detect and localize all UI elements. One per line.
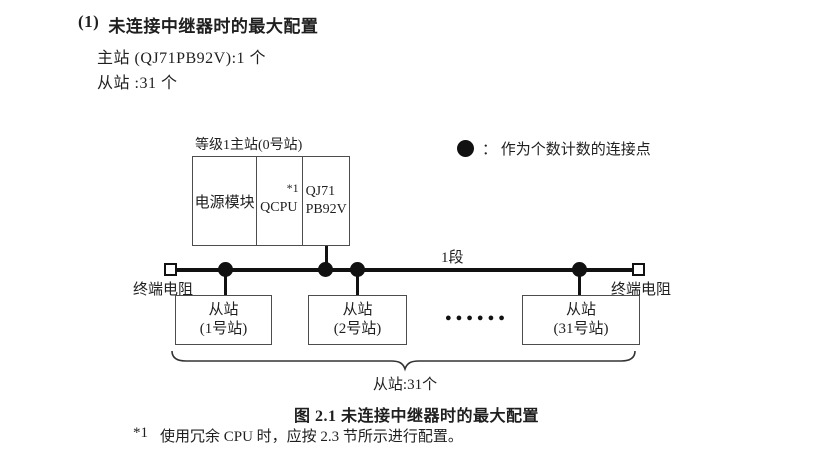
connection-point-dot xyxy=(350,262,365,277)
terminating-resistor-left-label: 终端电阻 xyxy=(133,282,194,298)
slave1-drop-line xyxy=(224,270,227,295)
qcpu-cell: *1 QCPU xyxy=(256,157,301,245)
master-station-box: 电源模块 *1 QCPU QJ71 PB92V xyxy=(192,156,350,246)
terminating-resistor-right-label: 终端电阻 xyxy=(611,282,672,298)
qj71pb92v-line1: QJ71 xyxy=(305,183,336,199)
bus-line xyxy=(170,268,640,272)
slave-count-label: 从站:31个 xyxy=(372,377,438,393)
spec-master-line: 主站 (QJ71PB92V):1 个 xyxy=(97,50,267,67)
section-title: 未连接中继器时的最大配置 xyxy=(108,17,319,36)
slave2-drop-line xyxy=(356,270,359,295)
slave1-line2: (1号站) xyxy=(199,321,248,337)
slave-station-31-box: 从站 (31号站) xyxy=(522,295,640,345)
slave2-line1: 从站 xyxy=(342,301,373,318)
section-number: (1) xyxy=(78,12,100,31)
slave1-line1: 从站 xyxy=(208,301,239,318)
qj71pb92v-cell: QJ71 PB92V xyxy=(301,157,349,245)
slave31-drop-line xyxy=(578,270,581,295)
slave-station-2-box: 从站 (2号站) xyxy=(308,295,407,345)
segment-label: 1段 xyxy=(441,250,464,266)
connection-point-dot xyxy=(318,262,333,277)
slave2-line2: (2号站) xyxy=(333,321,382,337)
legend-text: ： 作为个数计数的连接点 xyxy=(482,142,651,158)
connection-point-dot xyxy=(218,262,233,277)
terminating-resistor-left xyxy=(164,263,177,276)
footnote-ref-marker: *1 xyxy=(286,181,299,195)
spec-slave-line: 从站 :31 个 xyxy=(97,75,178,92)
qj71pb92v-line2: PB92V xyxy=(305,202,347,217)
slave31-line1: 从站 xyxy=(565,301,596,318)
connection-point-dot xyxy=(572,262,587,277)
slave-station-1-box: 从站 (1号站) xyxy=(175,295,272,345)
legend: ： 作为个数计数的连接点 xyxy=(457,138,651,159)
brace xyxy=(171,350,636,372)
footnote: *1 使用冗余 CPU 时，应按 2.3 节所示进行配置。 xyxy=(133,425,463,446)
connection-point-icon xyxy=(457,140,474,157)
qcpu-label: QCPU xyxy=(260,200,298,215)
section-heading: (1) 未连接中继器时的最大配置 xyxy=(78,12,318,37)
power-module-cell: 电源模块 xyxy=(194,194,255,211)
footnote-ref: *1 xyxy=(133,425,148,441)
master-station-label: 等级1主站(0号站) xyxy=(195,138,303,153)
ellipsis-dots: ●●●●●● xyxy=(445,312,509,324)
master-drop-line xyxy=(325,246,328,270)
footnote-text: 使用冗余 CPU 时，应按 2.3 节所示进行配置。 xyxy=(160,429,463,445)
terminating-resistor-right xyxy=(632,263,645,276)
figure-caption: 图 2.1 未连接中继器时的最大配置 xyxy=(294,408,540,425)
slave31-line2: (31号站) xyxy=(553,321,609,337)
